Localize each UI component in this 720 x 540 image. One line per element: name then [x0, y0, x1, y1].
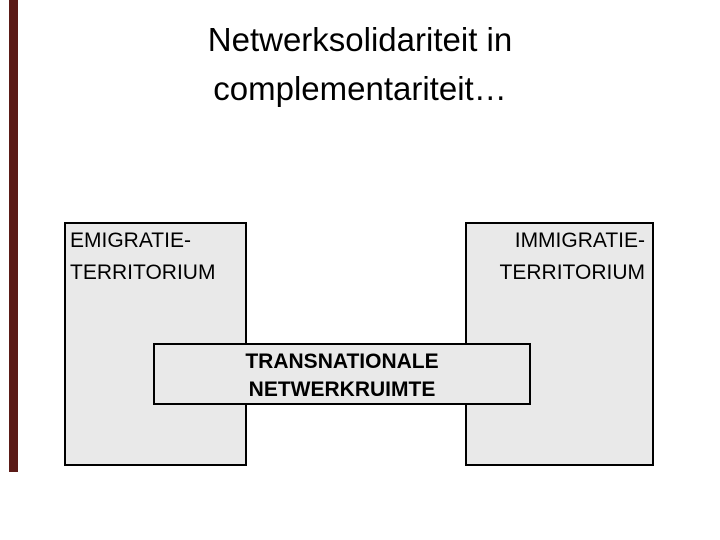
- immigratie-box-line2: TERRITORIUM: [499, 261, 645, 284]
- slide-title: Netwerksolidariteit in complementariteit…: [0, 15, 720, 113]
- slide-title-line2: complementariteit…: [213, 70, 507, 107]
- emigratie-box-line2: TERRITORIUM: [70, 261, 216, 284]
- slide-title-line1: Netwerksolidariteit in: [207, 21, 513, 58]
- emigratie-box-line1: EMIGRATIE-: [70, 229, 191, 252]
- immigratie-box-line1: IMMIGRATIE-: [514, 229, 645, 252]
- transnationale-box-line2: NETWERKRUIMTE: [248, 378, 436, 401]
- transnationale-netwerkruimte-box: TRANSNATIONALE NETWERKRUIMTE: [153, 343, 531, 405]
- left-accent-bar: [9, 0, 18, 472]
- transnationale-box-line1: TRANSNATIONALE: [245, 350, 439, 373]
